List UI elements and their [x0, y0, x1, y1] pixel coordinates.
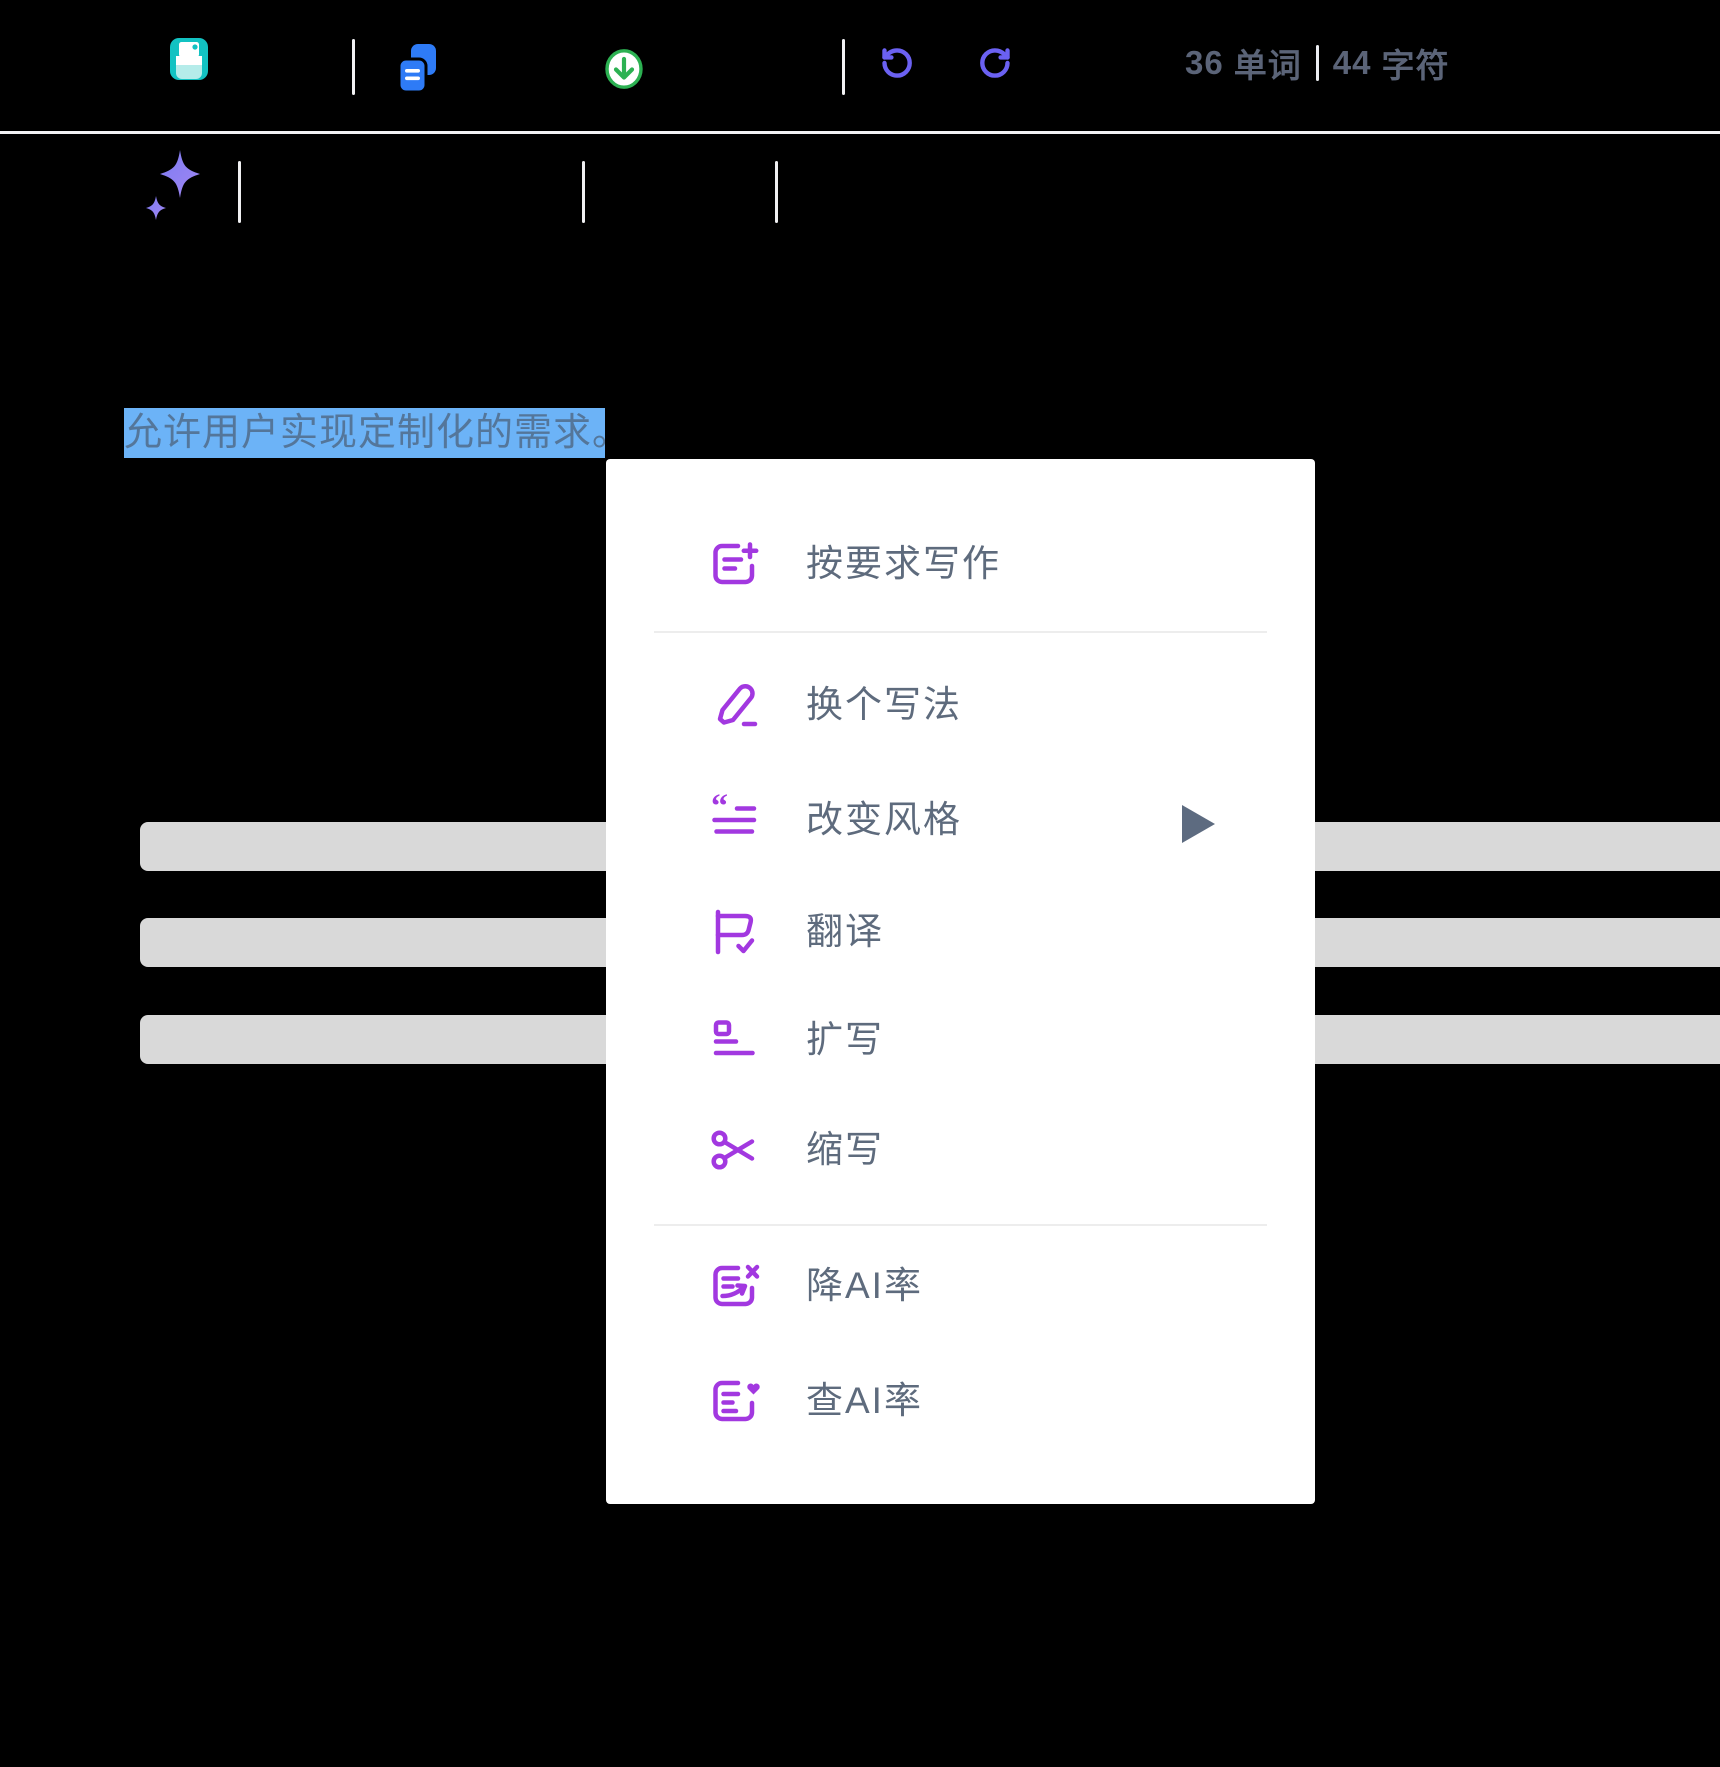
redo-button[interactable] [978, 46, 1012, 80]
stats-divider [1315, 45, 1319, 81]
write-by-request-icon [713, 542, 759, 585]
save-button[interactable] [170, 38, 208, 80]
menu-item-check-ai[interactable]: 查AI率 [606, 1371, 1315, 1431]
ai-context-menu: 按要求写作 换个写法 “ 改变风格 [606, 459, 1315, 1504]
toolbar-divider [842, 39, 845, 95]
menu-item-label: 按要求写作 [806, 543, 1001, 584]
word-char-counter: 36 单词 44 字符 [1185, 40, 1449, 86]
menu-divider [654, 631, 1267, 633]
copy-icon [399, 44, 436, 92]
word-count-unit: 单词 [1233, 47, 1302, 84]
submenu-arrow-icon [1182, 805, 1215, 843]
undo-icon [882, 48, 912, 78]
expand-text-icon [713, 1020, 755, 1056]
menu-item-reduce-ai[interactable]: 降AI率 [606, 1256, 1315, 1316]
shorten-scissors-icon [711, 1130, 755, 1170]
menu-divider [654, 1224, 1267, 1226]
change-style-icon: “ [711, 793, 757, 834]
sparkles-icon [146, 150, 200, 220]
check-ai-icon [713, 1380, 760, 1422]
menu-item-label: 改变风格 [806, 799, 962, 840]
rewrite-pencil-icon [717, 684, 758, 727]
ai-assistant-button[interactable] [140, 138, 212, 228]
menu-item-change-style[interactable]: “ 改变风格 [606, 790, 1315, 850]
svg-text:“: “ [711, 793, 728, 825]
menu-item-label: 换个写法 [806, 684, 962, 725]
editor-selected-text[interactable]: 允许用户实现定制化的需求。 [124, 408, 605, 458]
translate-flag-icon [715, 909, 755, 955]
copy-button[interactable] [399, 44, 436, 92]
menu-item-rewrite[interactable]: 换个写法 [606, 675, 1315, 735]
menu-item-write-by-request[interactable]: 按要求写作 [606, 534, 1315, 594]
menu-item-expand[interactable]: 扩写 [606, 1010, 1315, 1070]
toolbar-rule [0, 131, 1720, 134]
menu-item-shorten[interactable]: 缩写 [606, 1120, 1315, 1180]
download-button[interactable] [605, 49, 643, 89]
word-count-stat: 36 单词 [1185, 39, 1302, 87]
ai-toolbar-divider [582, 161, 585, 223]
menu-item-label: 翻译 [806, 911, 884, 952]
save-icon [170, 38, 208, 80]
redo-icon [980, 48, 1010, 78]
menu-item-label: 扩写 [806, 1019, 884, 1060]
download-icon [605, 49, 643, 89]
menu-item-label: 缩写 [806, 1129, 884, 1170]
word-count-value: 36 [1185, 44, 1224, 81]
menu-item-translate[interactable]: 翻译 [606, 902, 1315, 962]
char-count-stat: 44 字符 [1333, 39, 1450, 87]
toolbar-divider [352, 39, 355, 95]
menu-item-label: 查AI率 [806, 1380, 923, 1421]
menu-item-label: 降AI率 [806, 1265, 923, 1306]
char-count-value: 44 [1332, 44, 1372, 81]
ai-toolbar-divider [238, 161, 241, 223]
char-count-unit: 字符 [1381, 47, 1450, 84]
undo-button[interactable] [880, 46, 914, 80]
ai-toolbar-divider [775, 161, 778, 223]
reduce-ai-icon [713, 1264, 760, 1307]
